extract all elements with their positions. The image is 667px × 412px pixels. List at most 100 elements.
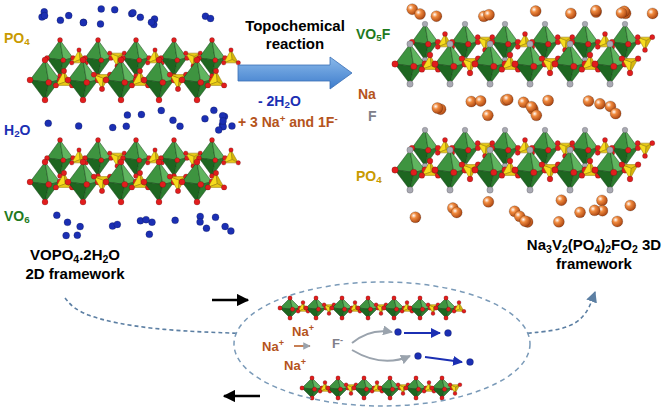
vo6-octahedron [392,41,428,87]
po4-tetrahedron [374,303,388,316]
apex-atom [422,21,428,27]
apex-atom [527,41,533,47]
water-molecule [53,212,60,219]
oxygen-atom [459,56,465,62]
apex-atom [392,296,396,300]
oxygen-atom [491,63,497,69]
apex-atom [388,396,392,400]
sodium-ion [475,95,486,106]
dashed-link [528,292,595,333]
oxygen-atom [499,173,505,179]
apex-atom [340,296,344,300]
oxygen-atom [442,31,447,36]
oxygen-atom [505,41,511,47]
water-molecule [415,353,422,360]
oxygen-atom [316,307,320,311]
oxygen-atom [160,181,166,187]
water-molecule [445,330,452,337]
layered-framework [27,5,241,239]
superscript: + [279,338,284,348]
apex-atom [447,187,453,193]
oxygen-atom [27,179,33,185]
apex-atom [418,316,422,320]
po4-tetrahedron [400,301,414,314]
apex-atom [527,187,533,193]
po4-tetrahedron [145,48,164,65]
subscript: 6 [24,214,29,225]
apex-atom [502,21,508,27]
octahedron-face [174,158,187,176]
structure-label: Na+ [292,323,314,339]
po4-tetrahedron [205,170,227,190]
oxygen-atom [213,58,218,63]
apex-atom [487,187,493,193]
oxygen-atom [61,170,66,175]
oxygen-atom [435,150,440,155]
oxygen-atom [99,58,104,63]
apex-atom [134,38,139,43]
oxygen-atom [545,147,551,153]
vo6-octahedron [326,376,350,400]
structure-label: VO5F [356,26,390,44]
oxygen-atom [547,176,553,182]
octahedron-face [530,170,545,190]
oxygen-atom [213,170,218,175]
vo6-octahedron [382,296,406,320]
oxygen-atom [539,56,545,62]
oxygen-atom [475,35,480,40]
oxygen-atom [416,387,420,391]
oxygen-atom [368,307,372,311]
vo6-octahedron [179,159,215,205]
apex-atom [542,127,548,133]
oxygen-atom [278,306,282,310]
oxygen-atom [77,148,82,153]
water-molecule [124,112,131,119]
sodium-ion [589,205,600,216]
oxygen-atom [145,161,150,166]
oxygen-atom [103,77,109,83]
water-molecule [129,9,136,16]
apex-atom [422,127,428,133]
oxygen-atom [236,161,241,166]
po4-tetrahedron [322,303,336,316]
oxygen-atom [344,383,348,387]
oxygen-atom [61,58,66,63]
sodium-ion [531,110,542,121]
apex-atom [366,316,370,320]
po4-tetrahedron [69,148,88,165]
apex-atom [310,376,314,380]
oxygen-atom [213,68,218,73]
oxygen-atom [348,309,352,313]
apex-atom [567,187,573,193]
superscript: + [301,357,306,367]
po4-tetrahedron [419,158,441,178]
superscript: + [280,113,286,124]
subscript: 2 [284,99,289,110]
oxygen-atom [419,173,425,179]
octahedron-face [570,170,585,190]
po4-tetrahedron [619,162,641,182]
po4-tetrahedron [635,35,655,53]
oxygen-atom [512,61,518,67]
sodium-ion [590,5,601,16]
oxygen-atom [595,44,600,49]
oxygen-atom [141,179,147,185]
sodium-ion [596,195,607,206]
3d-framework [392,4,658,228]
po4-tetrahedron [422,381,436,394]
water-molecule [63,232,70,239]
apex-atom [96,138,101,143]
water-molecule [111,6,118,13]
oxygen-atom [379,312,383,316]
subscript: 5 [376,32,381,43]
oxygen-atom [453,392,457,396]
apex-atom [607,187,613,193]
po4-tetrahedron [539,162,561,182]
sodium-ion [575,207,586,218]
structure-label: VO6 [4,208,30,226]
oxygen-atom [592,61,598,67]
oxygen-atom [221,161,226,166]
oxygen-atom [432,167,438,173]
oxygen-atom [221,61,226,66]
oxygen-atom [27,77,33,83]
